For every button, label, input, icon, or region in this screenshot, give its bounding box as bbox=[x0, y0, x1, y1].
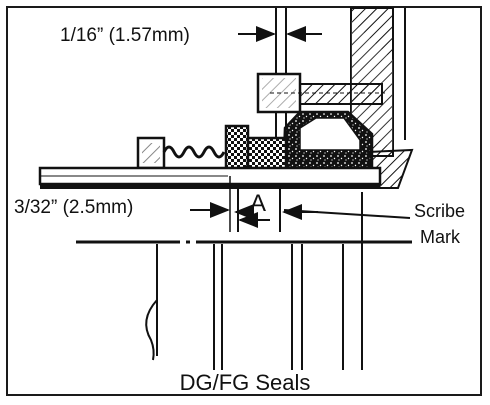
shaft-lower-lines bbox=[145, 192, 363, 370]
diagram-caption: DG/FG Seals bbox=[179, 370, 311, 395]
scribe-label-line-2: Mark bbox=[420, 227, 460, 247]
dimension-top-label: 1/16” (1.57mm) bbox=[60, 25, 190, 46]
scribe-mark-leader bbox=[283, 209, 411, 219]
shaft-sleeve bbox=[38, 166, 382, 189]
dimension-left-label: 3/32” (2.5mm) bbox=[14, 197, 134, 218]
gland-bolt bbox=[256, 72, 385, 114]
dimension-a-label: A bbox=[250, 190, 267, 217]
scribe-label-line-1: Scribe bbox=[414, 201, 466, 221]
diagram-frame bbox=[6, 6, 482, 396]
